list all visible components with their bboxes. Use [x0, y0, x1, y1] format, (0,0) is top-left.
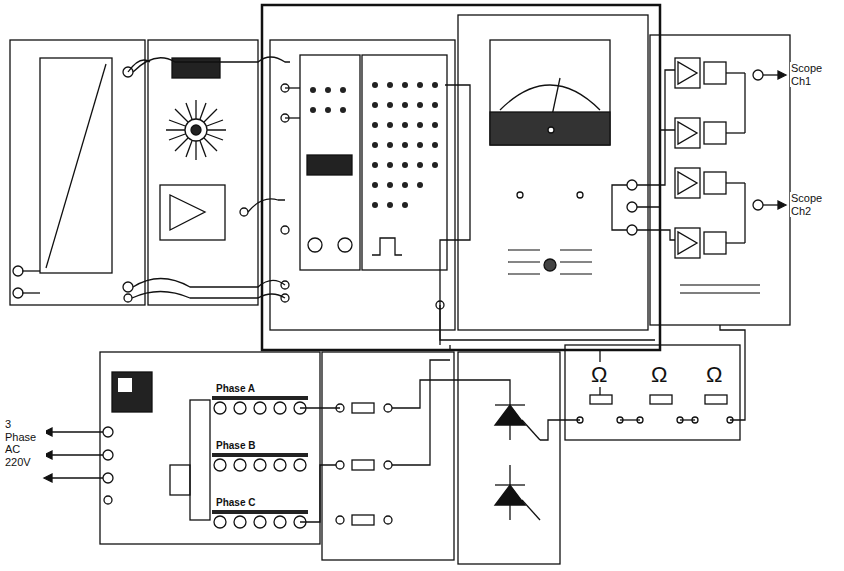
phase-band: Phase B	[212, 439, 308, 457]
phase-band: Phase C	[212, 496, 308, 514]
phase-name: Phase C	[216, 497, 304, 508]
scope-label: Scope Ch2	[790, 192, 836, 217]
phase-name: Phase B	[216, 440, 304, 451]
supply-label: 3 Phase AC 220V	[4, 418, 46, 469]
phase-name: Phase A	[216, 383, 304, 394]
resistor-symbol: Ω	[705, 362, 723, 387]
resistor-symbol: Ω	[590, 362, 608, 387]
scope-label: Scope Ch1	[790, 62, 836, 87]
resistor-symbol: Ω	[650, 362, 668, 387]
phase-band: Phase A	[212, 382, 308, 400]
